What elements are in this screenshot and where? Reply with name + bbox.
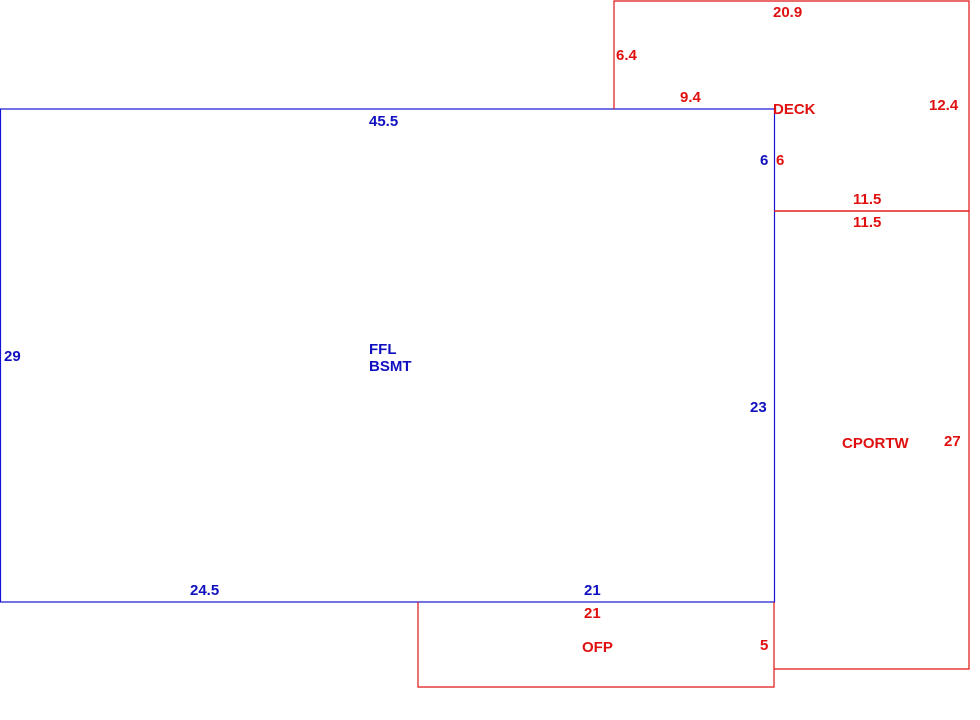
- carport-area-name: CPORTW: [842, 435, 910, 452]
- deck-area-name: DECK: [773, 101, 816, 118]
- carport-outline: [774, 210, 970, 670]
- dim-deck-right: 12.4: [929, 97, 959, 114]
- dim-main-top: 45.5: [369, 113, 398, 130]
- dim-porch-right: 5: [760, 637, 768, 654]
- dim-main-bottom-left: 24.5: [190, 582, 219, 599]
- dim-main-right-lower: 23: [750, 399, 767, 416]
- dim-deck-left: 6.4: [616, 47, 638, 64]
- dim-deck-bottom: 11.5: [853, 191, 881, 208]
- dim-deck-top: 20.9: [773, 4, 802, 21]
- dim-carport-top: 11.5: [853, 214, 881, 231]
- dim-main-right-upper: 6: [760, 152, 768, 169]
- dim-porch-top: 21: [584, 605, 601, 622]
- dim-main-bottom-right: 21: [584, 582, 601, 599]
- dim-carport-right: 27: [944, 433, 961, 450]
- porch-outline: [417, 602, 775, 688]
- main-area-name-line2: BSMT: [369, 358, 412, 375]
- dim-main-left: 29: [4, 348, 21, 365]
- main-structure-outline: [0, 108, 776, 603]
- dim-deck-inner: 6: [776, 152, 784, 169]
- dim-deck-bottom-left: 9.4: [680, 89, 702, 106]
- main-area-name-line1: FFL: [369, 341, 397, 358]
- porch-area-name: OFP: [582, 639, 613, 656]
